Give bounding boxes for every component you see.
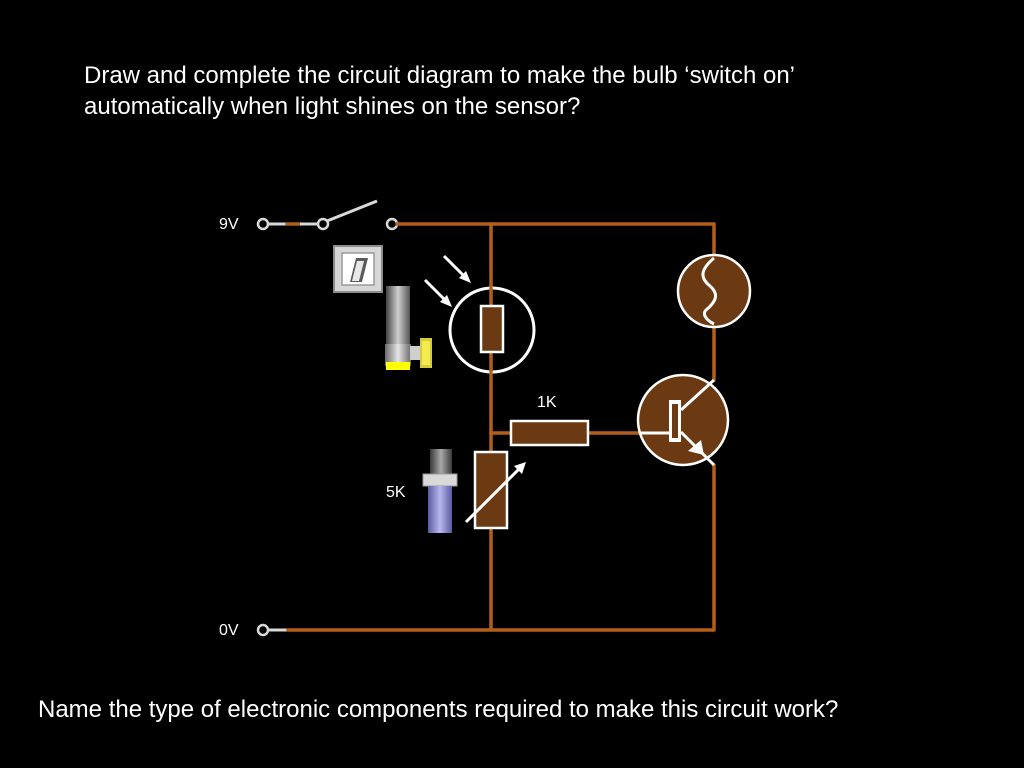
wiring (286, 222, 716, 632)
resistor-icon (509, 419, 590, 447)
torch-icon[interactable] (385, 286, 432, 370)
supply-0v-label: 0V (219, 622, 239, 639)
question-circuit-task: Draw and complete the circuit diagram to… (84, 60, 964, 122)
bulb-icon (676, 253, 752, 329)
terminal-0v (256, 623, 288, 637)
variable-resistor-icon (464, 450, 526, 530)
ldr-icon (448, 286, 536, 374)
supply-9v-label: 9V (219, 216, 239, 233)
slider-knob-icon[interactable] (422, 449, 458, 533)
question-line-2: automatically when light shines on the s… (84, 93, 581, 120)
terminal-9v (256, 217, 318, 231)
transistor-icon (636, 373, 730, 467)
question-components: Name the type of electronic components r… (38, 696, 839, 723)
resistor-5k-label: 5K (386, 484, 406, 501)
question-line-1: Draw and complete the circuit diagram to… (84, 62, 795, 89)
resistor-1k-label: 1K (537, 394, 557, 411)
switch-toggle-icon[interactable] (333, 245, 383, 293)
switch-symbol (316, 199, 399, 231)
light-arrows-icon (423, 254, 471, 307)
